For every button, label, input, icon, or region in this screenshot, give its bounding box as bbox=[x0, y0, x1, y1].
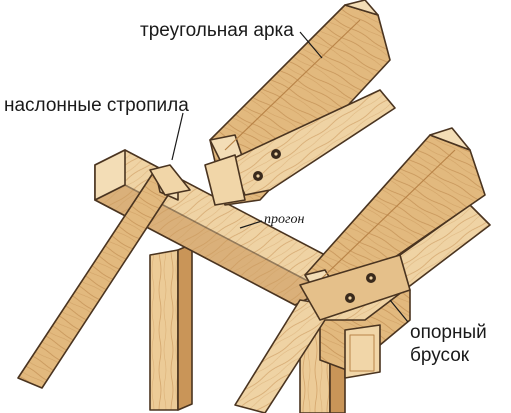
label-support-beam-line1: опорный bbox=[410, 322, 487, 343]
label-support-beam-line2: брусок bbox=[410, 345, 470, 366]
upper-arch bbox=[204, 0, 396, 206]
label-purlin: прогон bbox=[264, 212, 305, 227]
left-post bbox=[149, 243, 193, 411]
label-triangular-arch: треугольная арка bbox=[140, 20, 294, 41]
arch-support-piece bbox=[299, 254, 411, 321]
leader-lines bbox=[171, 31, 409, 323]
label-rafters: наслонные стропила bbox=[4, 95, 189, 116]
rear-rafter bbox=[149, 164, 191, 196]
